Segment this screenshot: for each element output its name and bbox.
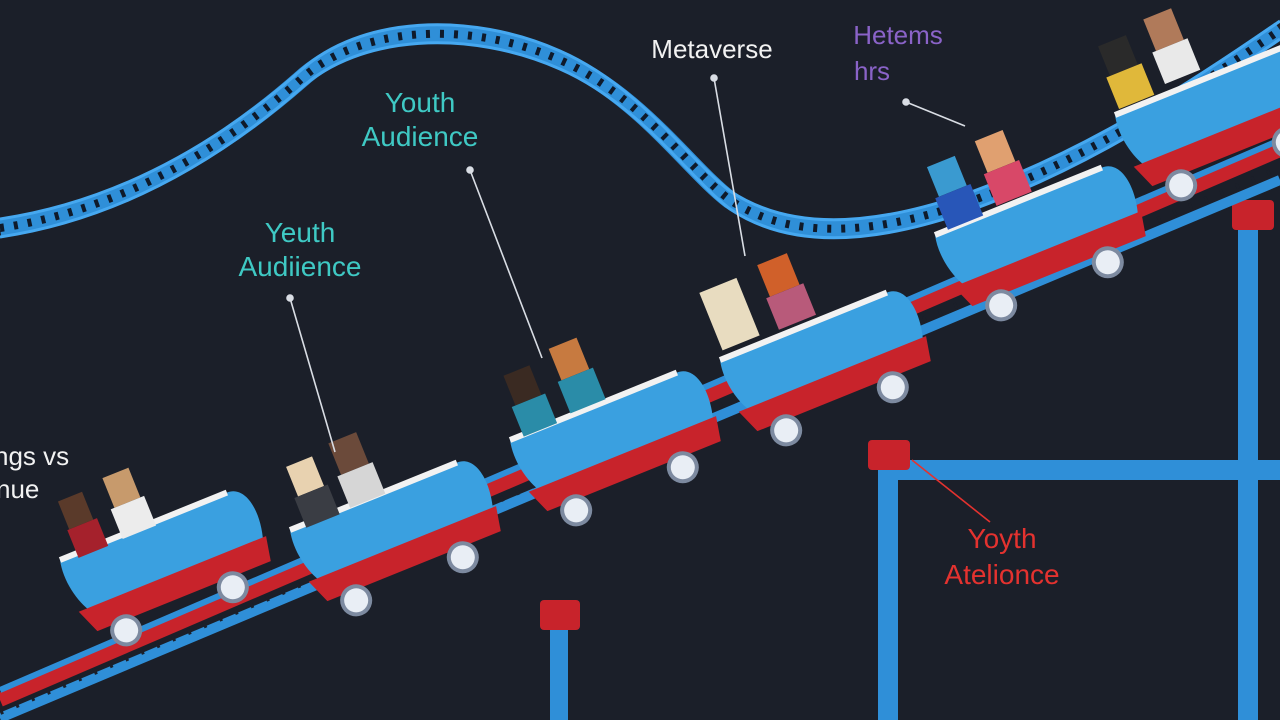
- cart-4: [699, 253, 931, 447]
- cart-2: [286, 432, 501, 617]
- pointer-lines: [286, 74, 991, 523]
- cart-5: [926, 130, 1146, 322]
- youth-mid-label-line2: Audience: [362, 121, 479, 152]
- cart-1: [57, 467, 271, 647]
- metaverse-label: Metaverse: [651, 34, 772, 64]
- labels: ngs vs nue Yeuth Audiience Youth Audienc…: [0, 20, 1060, 590]
- edge-label-line2: nue: [0, 474, 39, 504]
- youth-red-label-line2: Atelionce: [944, 559, 1059, 590]
- youth-mid-label-line1: Youth: [385, 87, 456, 118]
- cart-6: [1098, 8, 1280, 202]
- support-structure: [540, 200, 1280, 720]
- edge-label-line1: ngs vs: [0, 441, 69, 471]
- youth-red-label-line1: Yoyth: [967, 523, 1036, 554]
- youth-left-label-line1: Yeuth: [265, 217, 336, 248]
- purple-label-line2: hrs: [854, 56, 890, 86]
- cart-3: [503, 337, 721, 527]
- purple-label-line1: Hetems: [853, 20, 943, 50]
- youth-left-label-line2: Audiience: [239, 251, 362, 282]
